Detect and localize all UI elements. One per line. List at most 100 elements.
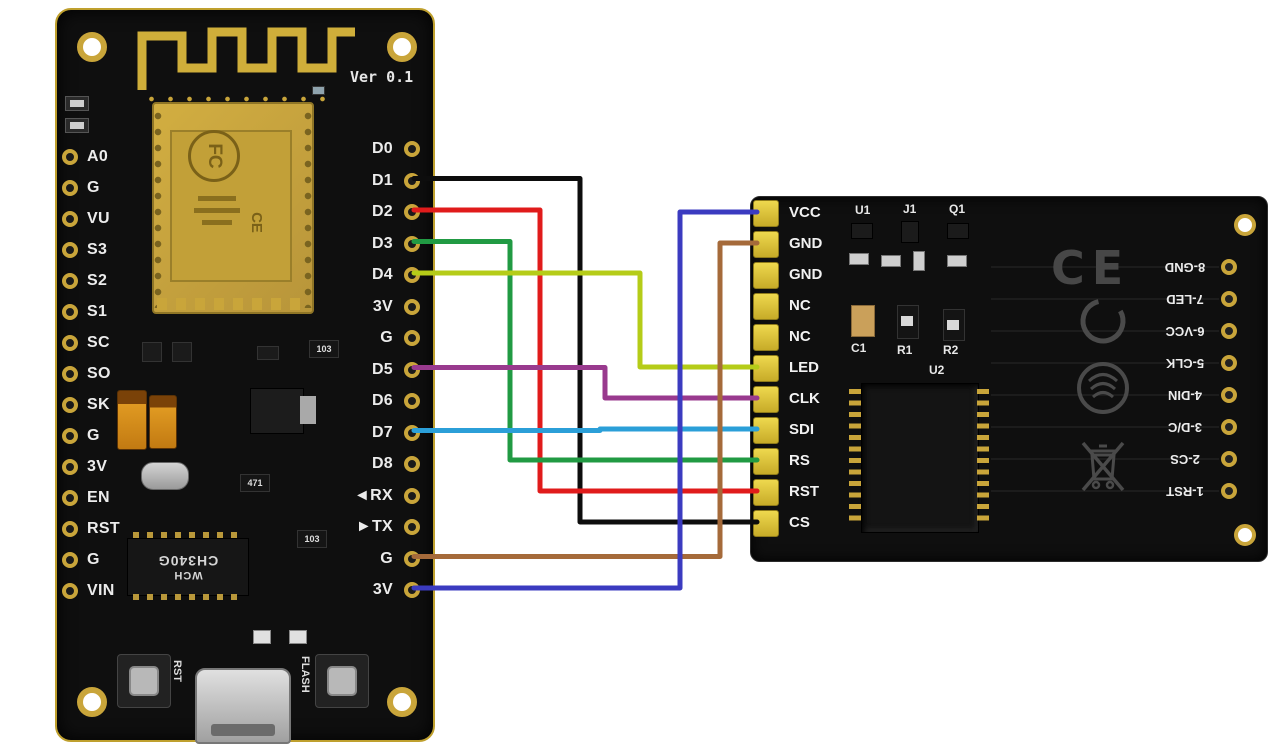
pcb-traces <box>991 266 1219 492</box>
nodemcu-pin-label-so: SO <box>87 365 111 382</box>
resistor-r2 <box>943 309 965 341</box>
display-header-pin-vcc-0 <box>753 200 779 227</box>
version-label: Ver 0.1 <box>350 68 414 86</box>
nodemcu-pin-label-d3: D3 <box>371 234 393 252</box>
castellation <box>304 108 312 308</box>
display-right-hole-4-din <box>1221 387 1237 403</box>
nodemcu-pad-d7 <box>404 424 420 441</box>
fcc-logo-icon: FC <box>188 130 240 182</box>
emc-mark-icon <box>1077 362 1129 414</box>
nodemcu-pad-3v <box>62 459 78 475</box>
nodemcu-pin-label-en: EN <box>87 489 110 506</box>
component-label: J1 <box>903 202 917 216</box>
nodemcu-pin-label-g: G <box>87 179 100 196</box>
nodemcu-pad-rst <box>62 521 78 537</box>
display-header-pin-rs-8 <box>753 448 779 475</box>
chip-brand: WCH <box>173 569 203 581</box>
nodemcu-pin-label-d5: D5 <box>371 360 393 378</box>
esp-shield <box>170 130 292 282</box>
smd-component <box>881 255 901 267</box>
smd-component <box>257 346 279 360</box>
display-header-pin-clk-6 <box>753 386 779 413</box>
nodemcu-pin-label-g: G <box>87 427 100 444</box>
nodemcu-pin-label-3v: 3V <box>87 458 108 475</box>
nodemcu-pad-d5 <box>404 361 420 378</box>
esp8266-module: FC CE <box>152 102 314 314</box>
display-right-pin-label-6-vcc: 6-VCC <box>1165 324 1205 339</box>
nodemcu-pad-vin <box>62 583 78 599</box>
nodemcu-pin-label-3v: 3V <box>372 297 393 315</box>
smd-component <box>849 253 869 265</box>
display-header-pin-rst-9 <box>753 479 779 506</box>
display-right-pin-label-3-d/c: 3-D/C <box>1168 420 1202 435</box>
display-right-hole-5-clk <box>1221 355 1237 371</box>
chip-pins <box>849 389 861 525</box>
smd-capacitor: 103 <box>309 340 339 358</box>
silkscreen-mark <box>194 208 240 213</box>
display-header-pin-nc-3 <box>753 293 779 320</box>
smd-component <box>947 255 967 267</box>
component-label: U1 <box>855 203 871 217</box>
chip-pins <box>977 389 989 525</box>
nodemcu-pin-label-s3: S3 <box>87 241 108 258</box>
nodemcu-pad-sk <box>62 397 78 413</box>
capacitor-c1 <box>851 305 875 337</box>
display-pin-label-led-5: LED <box>789 359 819 376</box>
reset-button-label: RST <box>171 660 183 682</box>
nodemcu-pad-d3 <box>404 235 420 252</box>
nodemcu-pad-g <box>404 550 420 567</box>
nodemcu-pad-g <box>62 428 78 444</box>
display-pin-label-rst-9: RST <box>789 483 819 500</box>
wire-d7-to-sdi <box>411 426 760 433</box>
display-right-hole-8-gnd <box>1221 259 1237 275</box>
jumper <box>901 221 919 243</box>
wire-d3-to-rs <box>411 239 760 463</box>
display-header-pin-led-5 <box>753 355 779 382</box>
regulator-tab <box>300 396 316 424</box>
voltage-regulator <box>250 388 304 434</box>
smd-component <box>289 630 307 644</box>
nodemcu-pad-s1 <box>62 304 78 320</box>
transistor <box>947 223 969 239</box>
ce-logo-icon: CE <box>247 212 265 233</box>
display-pin-label-sdi-7: SDI <box>789 421 815 438</box>
module-pads <box>157 298 307 310</box>
micro-usb-connector <box>195 668 291 744</box>
led-icon <box>312 86 325 95</box>
smd-capacitor: 471 <box>240 474 270 492</box>
display-header-pin-sdi-7 <box>753 417 779 444</box>
nodemcu-pin-label-g: G <box>87 551 100 568</box>
nodemcu-pin-label-d8: D8 <box>371 455 393 472</box>
display-right-hole-2-cs <box>1221 451 1237 467</box>
display-right-hole-3-d/c <box>1221 419 1237 435</box>
nodemcu-pad-d4 <box>404 267 420 283</box>
resistor-r1 <box>897 305 919 339</box>
display-pin-label-nc-4: NC <box>789 328 811 345</box>
ce-mark: CE <box>1051 241 1131 295</box>
display-right-pin-label-7-led: 7-LED <box>1166 292 1204 307</box>
display-right-hole-7-led <box>1221 291 1237 307</box>
wire-d4-to-led <box>411 270 760 370</box>
nodemcu-pin-label-sc: SC <box>87 334 110 351</box>
display-board: U1 J1 Q1 C1 R1 R2 U2 CE <box>750 196 1268 562</box>
nodemcu-pad-sc <box>62 335 78 351</box>
nodemcu-pin-label-d2: D2 <box>371 203 393 220</box>
display-right-hole-6-vcc <box>1221 323 1237 339</box>
tantalum-capacitor <box>149 395 177 449</box>
c-ring-icon <box>1080 298 1126 344</box>
nodemcu-pin-label-d7: D7 <box>371 423 393 441</box>
mounting-hole <box>387 32 417 62</box>
display-right-pin-label-5-clk: 5-CLK <box>1165 356 1205 371</box>
mounting-hole <box>77 687 107 717</box>
display-pin-label-vcc-0: VCC <box>789 204 821 221</box>
castellation <box>154 108 162 308</box>
nodemcu-pad-d2 <box>404 204 420 220</box>
display-right-pin-label-1-rst: 1-RST <box>1166 484 1204 499</box>
flash-button-label: FLASH <box>299 656 311 693</box>
nodemcu-pin-label-d0: D0 <box>371 140 393 157</box>
nodemcu-pin-label-s1: S1 <box>87 303 108 320</box>
smd-component <box>142 342 162 362</box>
nodemcu-pin-label-sk: SK <box>87 396 110 413</box>
tantalum-capacitor <box>117 390 147 450</box>
